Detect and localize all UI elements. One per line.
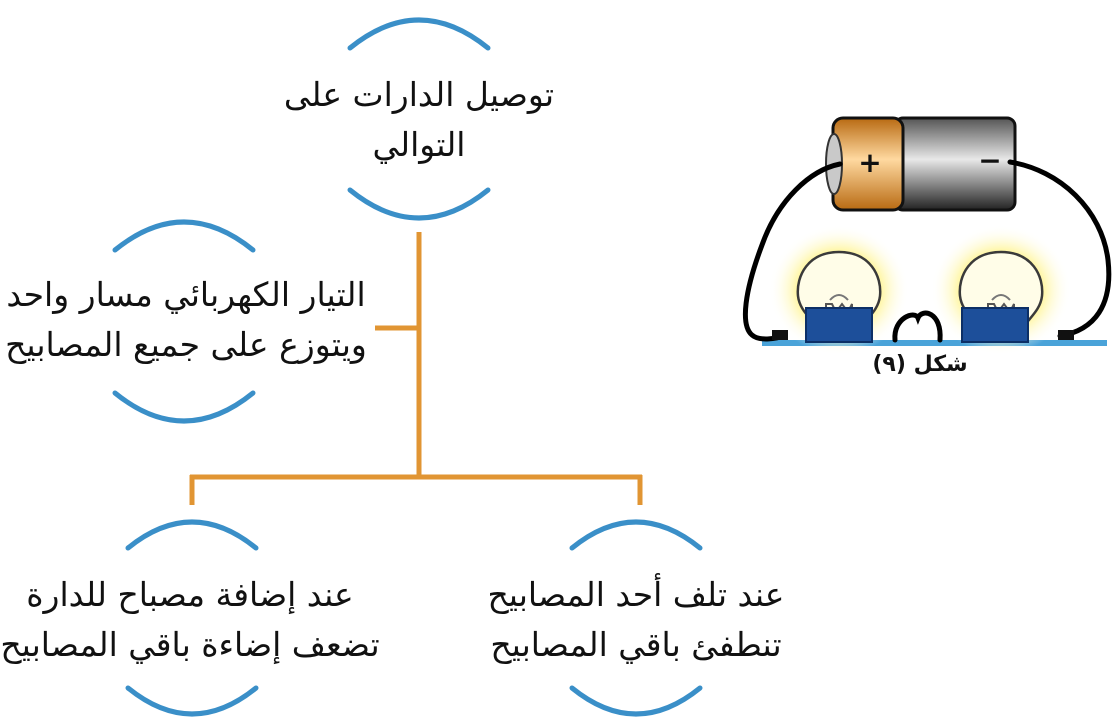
right-socket bbox=[961, 307, 1029, 343]
current-node-line-1: التيار الكهربائي مسار واحد bbox=[6, 275, 366, 314]
root-bottom-bracket bbox=[347, 187, 491, 221]
add-lamp-bottom-bracket bbox=[125, 685, 259, 717]
root-node-line-2: التوالي bbox=[372, 125, 466, 164]
broken-lamp-node: عند تلف أحد المصابيح تنطفئ باقي المصابيح bbox=[466, 570, 806, 670]
battery-minus-symbol: − bbox=[978, 144, 1001, 177]
current-node-line-2: ويتوزع على جميع المصابيح bbox=[5, 325, 367, 364]
circuit-figure: + − bbox=[742, 116, 1112, 355]
broken-lamp-bottom-bracket bbox=[569, 685, 703, 717]
current-bottom-bracket bbox=[112, 390, 256, 424]
battery: + − bbox=[825, 116, 1017, 212]
right-terminal-clip bbox=[1058, 330, 1074, 340]
right-wire bbox=[1007, 159, 1112, 339]
wires bbox=[742, 159, 1112, 343]
root-node: توصيل الدارات على التوالي bbox=[269, 70, 569, 170]
broken-lamp-top-bracket bbox=[569, 519, 703, 551]
add-lamp-node: عند إضافة مصباح للدارة تضعف إضاءة باقي ا… bbox=[0, 570, 380, 670]
broken-lamp-node-line-1: عند تلف أحد المصابيح bbox=[487, 575, 785, 614]
battery-plus-symbol: + bbox=[858, 146, 881, 179]
current-top-bracket bbox=[112, 219, 256, 253]
left-wire bbox=[742, 161, 843, 342]
root-node-line-1: توصيل الدارات على bbox=[283, 75, 555, 114]
add-lamp-top-bracket bbox=[125, 519, 259, 551]
current-node: التيار الكهربائي مسار واحد ويتوزع على جم… bbox=[0, 270, 372, 370]
add-lamp-node-line-1: عند إضافة مصباح للدارة bbox=[26, 575, 354, 614]
figure-caption: شكل (٩) bbox=[872, 352, 968, 377]
left-socket bbox=[805, 307, 873, 343]
base-plate bbox=[762, 340, 1107, 346]
brackets bbox=[112, 17, 703, 717]
root-top-bracket bbox=[347, 17, 491, 51]
add-lamp-node-line-2: تضعف إضاءة باقي المصابيح bbox=[0, 625, 380, 664]
right-bulb bbox=[958, 250, 1044, 343]
left-terminal-clip bbox=[772, 330, 788, 340]
left-bulb bbox=[796, 250, 882, 343]
branch-lines bbox=[189, 232, 643, 505]
connecting-loop-wire bbox=[892, 310, 943, 343]
broken-lamp-node-line-2: تنطفئ باقي المصابيح bbox=[490, 625, 782, 664]
